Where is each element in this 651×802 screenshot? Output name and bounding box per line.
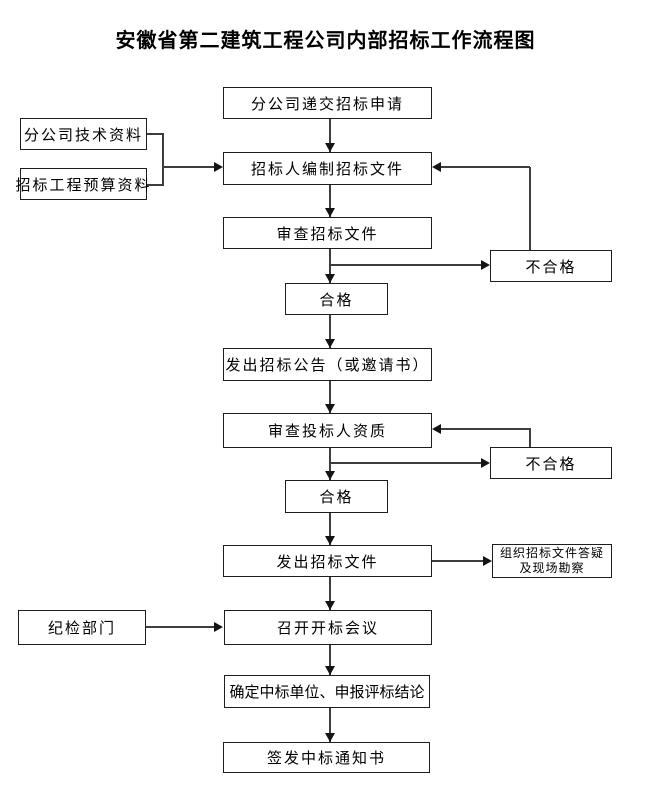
arrowhead-down-icon <box>325 536 335 545</box>
arrowhead-down-icon <box>325 471 335 480</box>
arrowhead-down-icon <box>325 208 335 217</box>
arrowhead-right-icon <box>214 162 223 172</box>
node-review-bidder-qualification: 审查投标人资质 <box>223 413 432 448</box>
connector-line <box>329 645 331 675</box>
connector-line <box>529 428 531 447</box>
arrowhead-down-icon <box>325 601 335 610</box>
connector-line <box>441 166 530 168</box>
organize-qa-line2: 及现场勘察 <box>519 561 585 575</box>
node-issue-bid-documents: 发出招标文件 <box>223 545 432 577</box>
node-prepare-bid-documents: 招标人编制招标文件 <box>223 152 432 185</box>
node-qualified-1: 合格 <box>285 283 388 315</box>
node-unqualified-2: 不合格 <box>490 447 612 479</box>
node-hold-bid-opening-meeting: 召开开标会议 <box>224 610 432 645</box>
node-issue-announcement: 发出招标公告（或邀请书） <box>223 348 432 381</box>
arrowhead-down-icon <box>325 339 335 348</box>
organize-qa-line1: 组织招标文件答疑 <box>499 546 604 560</box>
node-branch-technical-data: 分公司技术资料 <box>20 118 147 150</box>
arrowhead-down-icon <box>325 404 335 413</box>
connector-line <box>432 560 483 562</box>
page-title: 安徽省第二建筑工程公司内部招标工作流程图 <box>115 30 536 52</box>
connector-line <box>162 133 164 186</box>
arrowhead-right-icon <box>481 458 490 468</box>
node-discipline-department: 纪检部门 <box>18 610 146 645</box>
node-qualified-2: 合格 <box>285 480 388 513</box>
connector-line <box>329 315 331 348</box>
connector-line <box>329 577 331 610</box>
connector-line <box>330 462 481 464</box>
arrowhead-down-icon <box>325 666 335 675</box>
connector-line <box>329 448 331 480</box>
arrowhead-right-icon <box>481 260 490 270</box>
connector-line <box>529 167 531 250</box>
arrowhead-right-icon <box>214 622 223 632</box>
connector-line <box>147 133 164 135</box>
connector-line <box>329 513 331 545</box>
connector-line <box>329 185 331 217</box>
connector-line <box>163 166 214 168</box>
node-project-budget-data: 招标工程预算资料 <box>16 168 150 200</box>
connector-line <box>329 119 331 152</box>
arrowhead-right-icon <box>483 556 492 566</box>
connector-line <box>329 381 331 413</box>
arrowhead-left-icon <box>432 424 441 434</box>
arrowhead-left-icon <box>432 162 441 172</box>
connector-line <box>147 184 164 186</box>
node-unqualified-1: 不合格 <box>490 250 612 282</box>
arrowhead-down-icon <box>325 733 335 742</box>
connector-line <box>441 428 530 430</box>
node-review-bid-documents: 审查招标文件 <box>223 217 432 249</box>
node-determine-winner: 确定中标单位、申报评标结论 <box>224 675 430 708</box>
arrowhead-down-icon <box>325 143 335 152</box>
arrowhead-down-icon <box>325 274 335 283</box>
node-issue-award-notice: 签发中标通知书 <box>223 742 430 773</box>
connector-line <box>329 249 331 283</box>
connector-line <box>146 626 214 628</box>
node-submit-application: 分公司递交招标申请 <box>223 87 432 119</box>
connector-line <box>329 708 331 742</box>
connector-line <box>330 264 481 266</box>
node-organize-qa-site-survey: 组织招标文件答疑 及现场勘察 <box>492 544 612 578</box>
